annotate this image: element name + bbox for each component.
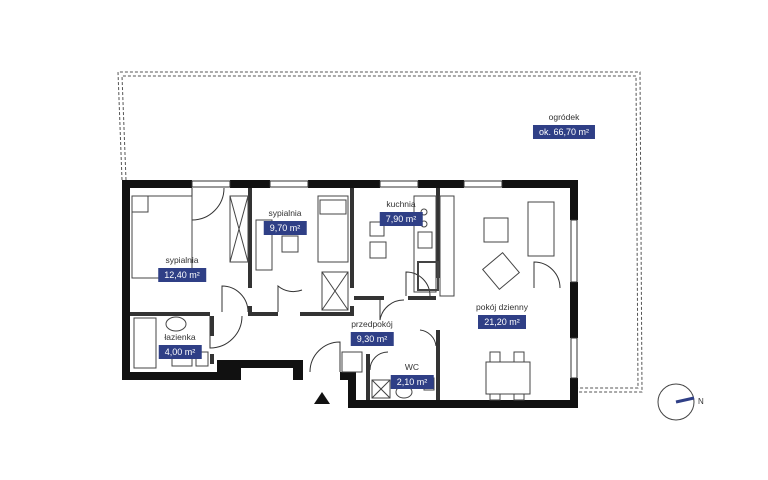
room-area-badge: 9,70 m² xyxy=(263,221,307,235)
garden-outline xyxy=(117,71,643,393)
room-area-badge: 12,40 m² xyxy=(158,268,206,282)
room-area-badge: 7,90 m² xyxy=(379,212,423,226)
room-area-badge: ok. 66,70 m² xyxy=(532,125,596,139)
room-label-kuchnia: kuchnia 7,90 m² xyxy=(379,199,423,227)
room-label-sypialnia-1: sypialnia 12,40 m² xyxy=(158,255,206,283)
room-area-badge: 2,10 m² xyxy=(390,375,434,389)
desk-icon xyxy=(255,219,273,271)
room-label-sypialnia-2: sypialnia 9,70 m² xyxy=(263,208,307,236)
room-name: przedpokój xyxy=(351,319,393,329)
room-label-lazienka: łazienka 4,00 m² xyxy=(158,332,202,360)
room-name: pokój dzienny xyxy=(476,302,528,312)
room-name: łazienka xyxy=(164,332,196,342)
room-name: sypialnia xyxy=(268,208,302,218)
compass-label: N xyxy=(698,397,704,406)
walls xyxy=(122,180,578,408)
kitchen-counter-icon xyxy=(413,195,437,293)
wardrobe-icon xyxy=(229,195,249,263)
bathtub-icon xyxy=(133,317,157,369)
room-name: kuchnia xyxy=(386,199,416,209)
doors xyxy=(191,187,561,373)
windows xyxy=(191,180,578,379)
room-name: ogródek xyxy=(548,112,580,122)
room-area-badge: 21,20 m² xyxy=(478,315,526,329)
room-name: sypialnia xyxy=(165,255,199,265)
interior-walls xyxy=(130,188,440,400)
dining-table-icon xyxy=(485,361,531,395)
compass-icon xyxy=(657,383,695,421)
furniture xyxy=(131,195,555,401)
sofa-icon xyxy=(527,201,555,257)
room-area-badge: 9,30 m² xyxy=(350,332,394,346)
room-area-badge: 4,00 m² xyxy=(158,345,202,359)
entrance-arrow-icon xyxy=(314,392,330,404)
bed-icon xyxy=(317,195,349,263)
room-label-wc: WC 2,10 m² xyxy=(390,362,434,390)
room-label-ogrodek: ogródek ok. 66,70 m² xyxy=(532,112,596,140)
room-name: WC xyxy=(404,362,420,372)
armchair-icon xyxy=(481,251,521,291)
room-label-przedpokoj: przedpokój 9,30 m² xyxy=(350,319,394,347)
room-label-pokoj: pokój dzienny 21,20 m² xyxy=(467,302,537,330)
